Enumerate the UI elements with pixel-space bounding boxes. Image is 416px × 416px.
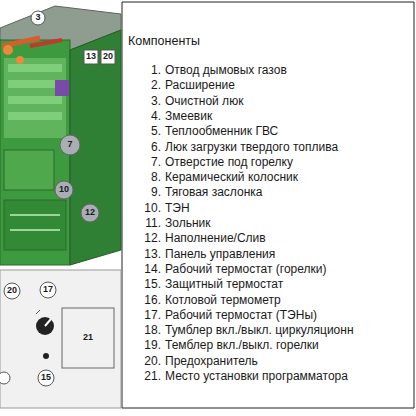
component-name: Наполнение/Слив <box>165 232 266 245</box>
list-number: 4. <box>130 110 161 123</box>
callout-number: 7 <box>60 140 80 150</box>
callout-number: 20 <box>2 286 22 296</box>
component-name: Отвод дымовых газов <box>165 64 287 77</box>
list-number: 17. <box>130 309 161 322</box>
callout-number: 3 <box>28 13 48 23</box>
list-number: 21. <box>130 370 161 383</box>
component-name: Защитный термостат <box>165 278 283 291</box>
component-name: Котловой термометр <box>165 294 281 307</box>
component-name: Зольник <box>165 217 211 230</box>
callout-number: 12 <box>80 208 100 218</box>
component-name: Керамический колосник <box>165 171 298 184</box>
component-name: Тумблер вкл./выкл. циркуляционн <box>165 324 354 337</box>
component-name: Панель управления <box>165 248 275 261</box>
callout-number: 21 <box>78 333 98 343</box>
component-name: Отверстие под горелку <box>165 156 293 169</box>
list-number: 19. <box>130 339 161 352</box>
component-name: Место установки программатора <box>165 370 348 383</box>
callout-number: 17 <box>38 285 58 295</box>
list-number: 16. <box>130 294 161 307</box>
list-number: 10. <box>130 202 161 215</box>
component-name: Рабочий термостат (горелки) <box>165 263 326 276</box>
list-number: 14. <box>130 263 161 276</box>
list-number: 7. <box>130 156 161 169</box>
callout-number: 20 <box>98 52 118 62</box>
list-number: 8. <box>130 171 161 184</box>
component-name: Предохранитель <box>165 355 258 368</box>
component-name: Змеевик <box>165 110 212 123</box>
component-name: Очистной люк <box>165 95 243 108</box>
list-number: 13. <box>130 248 161 261</box>
callout-number: 15 <box>36 373 56 383</box>
component-name: Люк загрузки твердого топлива <box>165 141 338 154</box>
component-name: Тяговая заслонка <box>165 186 263 199</box>
list-number: 5. <box>130 125 161 138</box>
list-number: 12. <box>130 232 161 245</box>
list-number: 11. <box>130 217 161 230</box>
component-name: Рабочий термостат (ТЭНы) <box>165 309 317 322</box>
component-name: Темблер вкл./выкл. горелки <box>165 339 319 352</box>
heading: Компоненты <box>128 35 200 49</box>
list-number: 15. <box>130 278 161 291</box>
list-number: 18. <box>130 324 161 337</box>
callout-number: 13 <box>81 52 101 62</box>
list-number: 2. <box>130 79 161 92</box>
list-number: 6. <box>130 141 161 154</box>
callout-number: 10 <box>54 185 74 195</box>
component-name: Расширение <box>165 79 235 92</box>
list-number: 3. <box>130 95 161 108</box>
list-number: 1. <box>130 64 161 77</box>
list-number: 20. <box>130 355 161 368</box>
component-name: ТЭН <box>165 202 190 215</box>
component-name: Теплообменник ГВС <box>165 125 278 138</box>
list-number: 9. <box>130 186 161 199</box>
